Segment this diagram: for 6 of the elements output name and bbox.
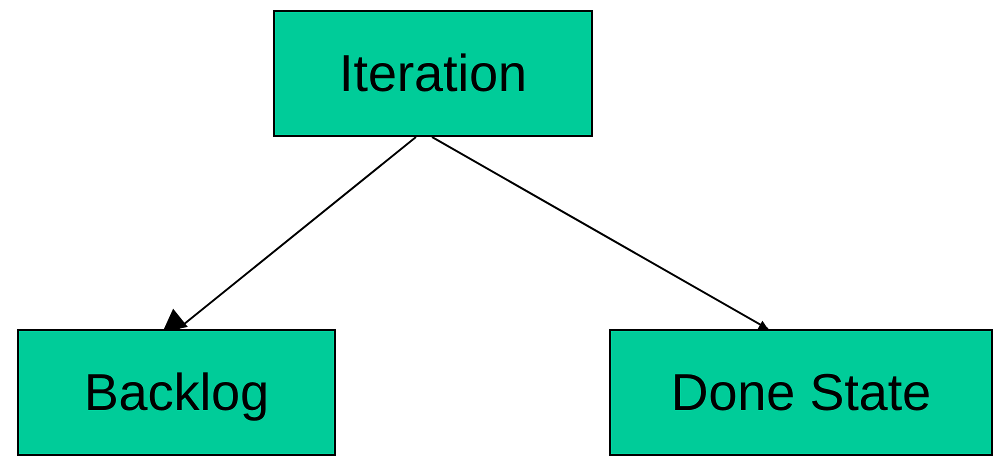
box-label: Backlog [84, 362, 269, 422]
process-box [609, 329, 993, 456]
process-box [273, 10, 593, 137]
box-label: Done State [670, 362, 932, 422]
box-label: Iteration [339, 44, 527, 104]
process-box [17, 329, 336, 456]
